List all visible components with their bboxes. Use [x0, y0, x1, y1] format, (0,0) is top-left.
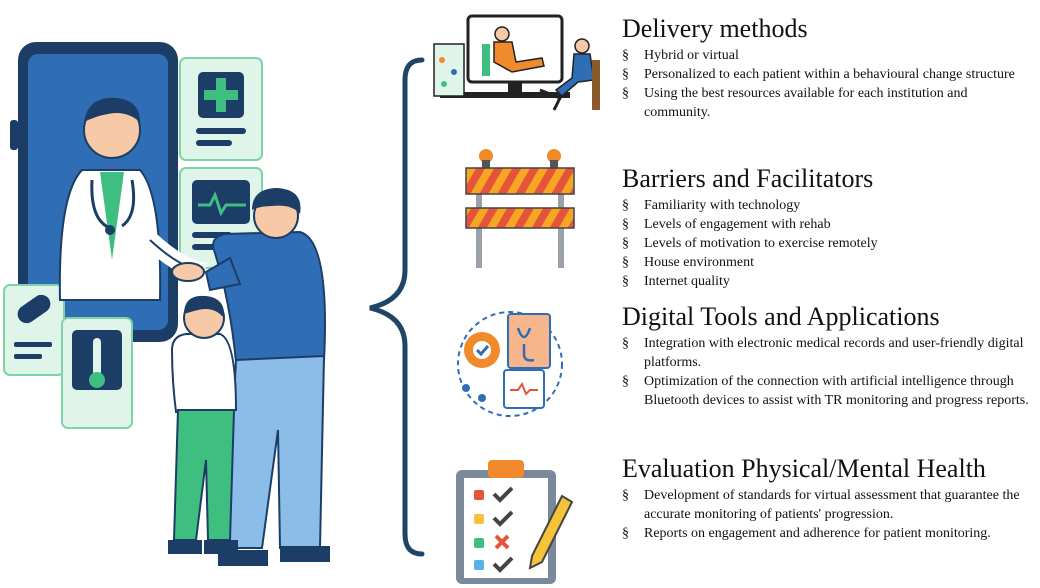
list-item: §Levels of engagement with rehab	[622, 217, 831, 232]
section-barriers-facilitators: Barriers and Facilitators §Familiarity w…	[622, 164, 1032, 291]
section-title: Digital Tools and Applications	[622, 302, 940, 331]
section-bullet-icon: §	[622, 374, 629, 389]
section-bullet-icon: §	[622, 526, 629, 541]
section-bullet-icon: §	[622, 274, 629, 289]
section-bullet-icon: §	[622, 488, 629, 503]
section-evaluation-health: Evaluation Physical/Mental Health §Devel…	[622, 454, 1032, 543]
list-item: §Levels of motivation to exercise remote…	[622, 236, 878, 251]
list-item: §Reports on engagement and adherence for…	[622, 526, 991, 541]
list-item: §Optimization of the connection with art…	[622, 374, 1029, 408]
section-title: Delivery methods	[622, 14, 808, 43]
checklist-icon	[456, 460, 574, 584]
bullet-list: §Development of standards for virtual as…	[622, 486, 1032, 543]
section-bullet-icon: §	[622, 236, 629, 251]
list-item: §Internet quality	[622, 274, 730, 289]
list-item: §House environment	[622, 255, 755, 270]
parent-figure	[181, 188, 330, 566]
list-item: §Development of standards for virtual as…	[622, 488, 1020, 522]
section-digital-tools: Digital Tools and Applications §Integrat…	[622, 302, 1032, 410]
telehealth-illustration	[3, 42, 330, 566]
list-item: §Using the best resources available for …	[622, 86, 968, 120]
bullet-list: §Hybrid or virtual §Personalized to each…	[622, 46, 1032, 122]
section-title: Evaluation Physical/Mental Health	[622, 454, 986, 483]
section-delivery-methods: Delivery methods §Hybrid or virtual §Per…	[622, 14, 1032, 122]
section-bullet-icon: §	[622, 336, 629, 351]
list-item: §Familiarity with technology	[622, 198, 801, 213]
section-bullet-icon: §	[622, 86, 629, 101]
medical-app-panels	[179, 57, 263, 269]
list-item: §Personalized to each patient within a b…	[622, 67, 1015, 82]
digital-tools-icon	[457, 311, 563, 417]
bullet-list: §Familiarity with technology §Levels of …	[622, 196, 1032, 291]
section-bullet-icon: §	[622, 198, 629, 213]
barricade-icon	[465, 149, 575, 268]
bracket-connector	[369, 57, 425, 557]
section-bullet-icon: §	[622, 67, 629, 82]
list-item: §Integration with electronic medical rec…	[622, 336, 1024, 370]
list-item: §Hybrid or virtual	[622, 48, 739, 63]
handshake-icon	[171, 262, 205, 282]
section-bullet-icon: §	[622, 255, 629, 270]
section-bullet-icon: §	[622, 217, 629, 232]
section-bullet-icon: §	[622, 48, 629, 63]
telerehab-icon	[433, 14, 600, 111]
pill-thermometer-panels	[3, 284, 133, 429]
bullet-list: §Integration with electronic medical rec…	[622, 334, 1032, 410]
section-title: Barriers and Facilitators	[622, 164, 874, 193]
child-figure	[168, 295, 238, 554]
